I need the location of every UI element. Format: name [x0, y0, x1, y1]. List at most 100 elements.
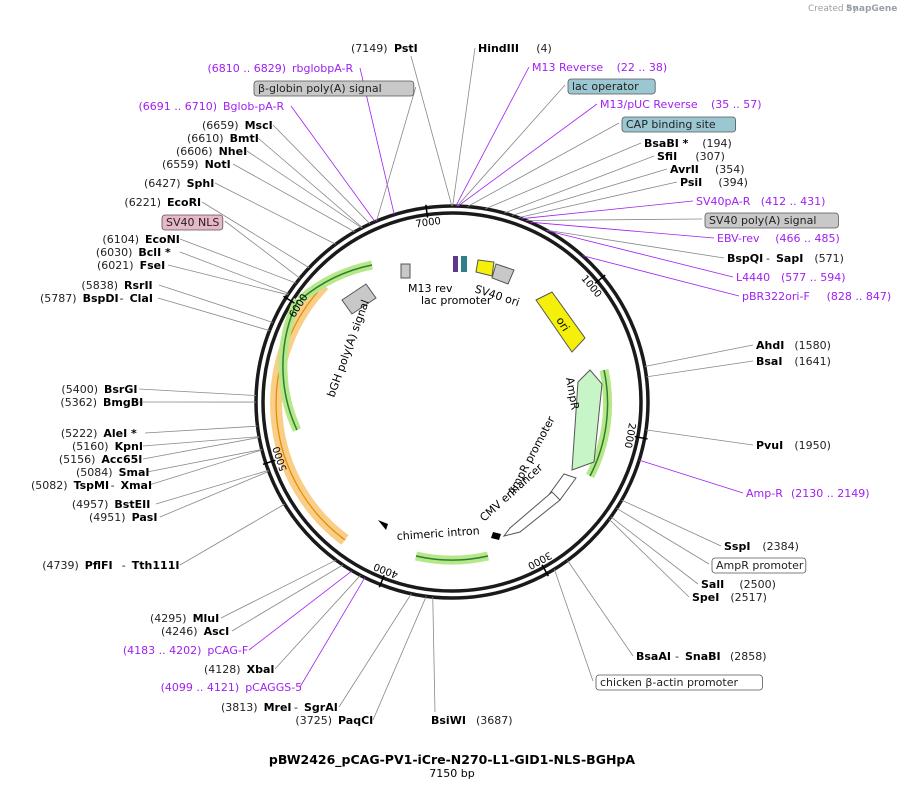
- site-position: (6691 .. 6710): [138, 100, 217, 113]
- lac-feature: [461, 256, 467, 272]
- leader-line: [179, 503, 285, 566]
- enzyme-bsabi: BsaBI *(194): [644, 137, 732, 150]
- label-bgh: bGH poly(A) signal: [325, 298, 372, 399]
- leader-line: [155, 469, 269, 505]
- leader-line: [338, 593, 412, 708]
- sv40pa-feature: [491, 263, 515, 285]
- site-position: (6610): [187, 132, 224, 145]
- site-name: SphI: [187, 177, 215, 190]
- site-name: SalI: [701, 578, 724, 591]
- feature-box-label: β-globin poly(A) signal: [258, 82, 382, 95]
- enzyme-bspqi: BspQI-SapI(571): [727, 252, 844, 265]
- leader-line: [644, 344, 754, 367]
- tick-label: 7000: [415, 216, 442, 230]
- leader-line: [231, 564, 344, 632]
- enzyme-smai: (5084)SmaI: [76, 466, 149, 479]
- site-name: PvuI: [756, 439, 783, 452]
- feature-box-label: SV40 poly(A) signal: [709, 214, 816, 227]
- primer-m13-reverse: M13 Reverse(22 .. 38): [532, 61, 667, 74]
- enzyme-bcli: (6030)BclI *: [96, 246, 171, 259]
- feature-box-bg: [595, 674, 763, 691]
- label-intron: chimeric intron: [396, 524, 480, 543]
- leader-line: [456, 84, 566, 207]
- enzyme-bmti: (6610)BmtI: [187, 132, 259, 145]
- leader-line: [432, 597, 436, 713]
- site-position: (4739): [42, 559, 79, 572]
- site-position: (194): [702, 137, 732, 150]
- enzyme-bsai: BsaI(1641): [756, 355, 831, 368]
- leader-line: [521, 200, 694, 220]
- leader-line: [621, 499, 722, 547]
- leader-line: [138, 388, 257, 396]
- backbone-inner: [261, 211, 643, 593]
- site-dash: -: [122, 559, 126, 572]
- leader-line: [455, 66, 530, 207]
- primer-amp-r: Amp-R(2130 .. 2149): [746, 487, 870, 500]
- leader-line: [248, 570, 353, 651]
- site-alt-name: SgrAI: [304, 701, 338, 714]
- feature-box-bg: [253, 80, 415, 97]
- site-dash: -: [675, 650, 679, 663]
- feature-box-bg: [704, 212, 839, 229]
- leader-line: [485, 142, 642, 210]
- plasmid-title: pBW2426_pCAG-PV1-iCre-N270-L1-GID1-NLS-B…: [269, 752, 635, 768]
- leader-line: [457, 103, 598, 207]
- site-name: BspDI: [83, 292, 119, 305]
- leader-line: [582, 255, 740, 297]
- site-position: (3687): [476, 714, 513, 727]
- site-name: XbaI: [247, 663, 275, 676]
- leader-line: [157, 297, 270, 331]
- enzyme-nhei: (6606)NheI: [176, 145, 247, 158]
- ampr-arrow: [571, 369, 603, 471]
- feature-box-label: CAP binding site: [626, 118, 716, 131]
- feature-box-chicken-actin-promoter: chicken β-actin promoter: [595, 674, 763, 691]
- site-alt-name: ClaI: [130, 292, 153, 305]
- leader-line: [257, 137, 363, 228]
- enzyme-tspmi: (5082)TspMI-XmaI: [31, 479, 152, 492]
- primer-sv40pa-r: SV40pA-R(412 .. 431): [696, 195, 825, 208]
- site-name: BstEII: [114, 498, 150, 511]
- site-name: SspI: [724, 540, 750, 553]
- primer-pcag-f: (4183 .. 4202)pCAG-F: [123, 644, 248, 657]
- enzyme-kpni: (5160)KpnI: [72, 440, 143, 453]
- site-name: PflFI: [85, 559, 113, 572]
- feature-box-cap-binding-site: CAP binding site: [621, 116, 736, 133]
- site-dash: -: [111, 479, 115, 492]
- enzyme-bsteii: (4957) BstEII: [72, 498, 150, 511]
- feature-box-label: chicken β-actin promoter: [600, 676, 738, 689]
- site-name: Amp-R: [746, 487, 783, 500]
- leader-line: [410, 55, 453, 207]
- enzyme-asci: (4246)AscI: [161, 625, 229, 638]
- site-position: (4246): [161, 625, 198, 638]
- leader-line: [146, 449, 262, 473]
- leader-line: [646, 360, 754, 378]
- leader-line: [553, 569, 594, 682]
- leader-line: [201, 201, 310, 269]
- site-position: (35 .. 57): [711, 98, 762, 111]
- tick-mark: [425, 204, 429, 218]
- bglob-feature: [400, 263, 411, 279]
- leader-line: [214, 182, 336, 245]
- leader-line: [290, 105, 376, 222]
- site-name: TspMI: [74, 479, 110, 492]
- leader-line: [142, 436, 260, 447]
- site-position: (5400): [61, 383, 98, 396]
- leader-lines: [137, 47, 754, 721]
- tick-mark: [541, 564, 549, 577]
- site-name: pCAGGS-5: [245, 681, 302, 694]
- site-position: (466 .. 485): [775, 232, 840, 245]
- enzyme-spei: SpeI(2517): [692, 591, 767, 604]
- cmv-marker: [491, 532, 501, 540]
- site-name: SpeI: [692, 591, 719, 604]
- site-position: (5160): [72, 440, 109, 453]
- site-labels: (7149)PstI(6810 .. 6829)rbglobpA-Rβ-glob…: [31, 42, 891, 727]
- site-position: (828 .. 847): [827, 290, 892, 303]
- tick-mark: [634, 435, 648, 440]
- site-position: (5082): [31, 479, 68, 492]
- tick-mark: [283, 295, 295, 304]
- leader-line: [246, 150, 363, 229]
- site-position: (4957): [72, 498, 109, 511]
- enzyme-xbai: (4128)XbaI: [204, 663, 274, 676]
- site-position: (6659): [202, 119, 239, 132]
- label-ori: ori: [553, 315, 572, 334]
